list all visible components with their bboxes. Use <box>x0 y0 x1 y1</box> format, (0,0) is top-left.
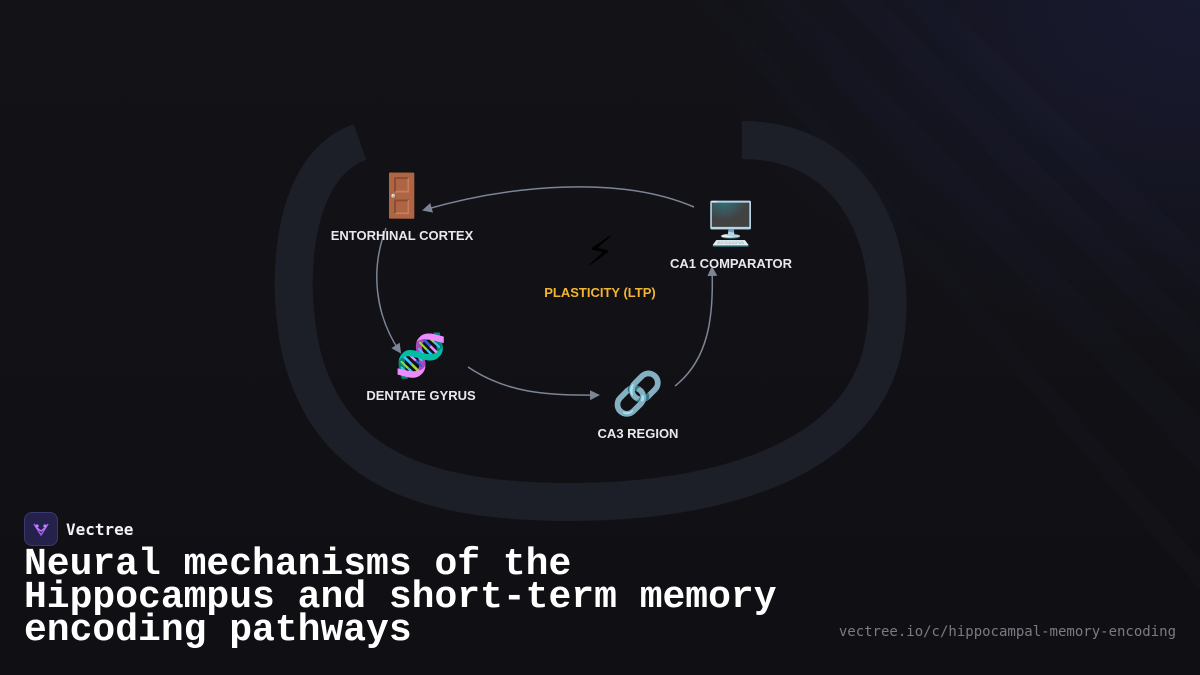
lightning-icon: ⚡ <box>585 227 615 276</box>
page-url[interactable]: vectree.io/c/hippocampal-memory-encoding <box>838 624 1176 640</box>
node-ca3-region: 🔗 CA3 REGION <box>598 368 679 441</box>
node-ca1-comparator: 🖥️ CA1 COMPARATOR <box>670 199 793 271</box>
dna-icon: 🧬 <box>395 330 447 381</box>
brand[interactable]: Vectree <box>24 512 133 546</box>
node-dentate-gyrus: 🧬 DENTATE GYRUS <box>366 330 476 403</box>
vectree-logo-icon <box>24 512 58 546</box>
computer-icon: 🖥️ <box>705 199 757 248</box>
node-plasticity-ltp: ⚡ PLASTICITY (LTP) <box>544 227 655 300</box>
link-icon: 🔗 <box>612 368 664 419</box>
node-label-plasticity-ltp: PLASTICITY (LTP) <box>544 285 655 300</box>
page-title: Neural mechanisms of the Hippocampus and… <box>24 543 777 652</box>
edge-ca3-to-ca1 <box>674 266 718 387</box>
node-entorhinal-cortex: 🚪 ENTORHINAL CORTEX <box>331 171 474 243</box>
node-label-entorhinal-cortex: ENTORHINAL CORTEX <box>331 228 474 243</box>
node-label-ca3-region: CA3 REGION <box>598 426 679 441</box>
brand-name: Vectree <box>66 519 134 539</box>
node-label-ca1-comparator: CA1 COMPARATOR <box>670 256 793 271</box>
hippocampus-loop-shape <box>274 121 907 522</box>
edge-ca1-to-entorhinal <box>422 186 695 213</box>
edge-entorhinal-to-dentate <box>376 227 402 354</box>
edge-dentate-to-ca3 <box>467 366 600 401</box>
node-label-dentate-gyrus: DENTATE GYRUS <box>366 388 476 403</box>
door-icon: 🚪 <box>376 171 428 220</box>
